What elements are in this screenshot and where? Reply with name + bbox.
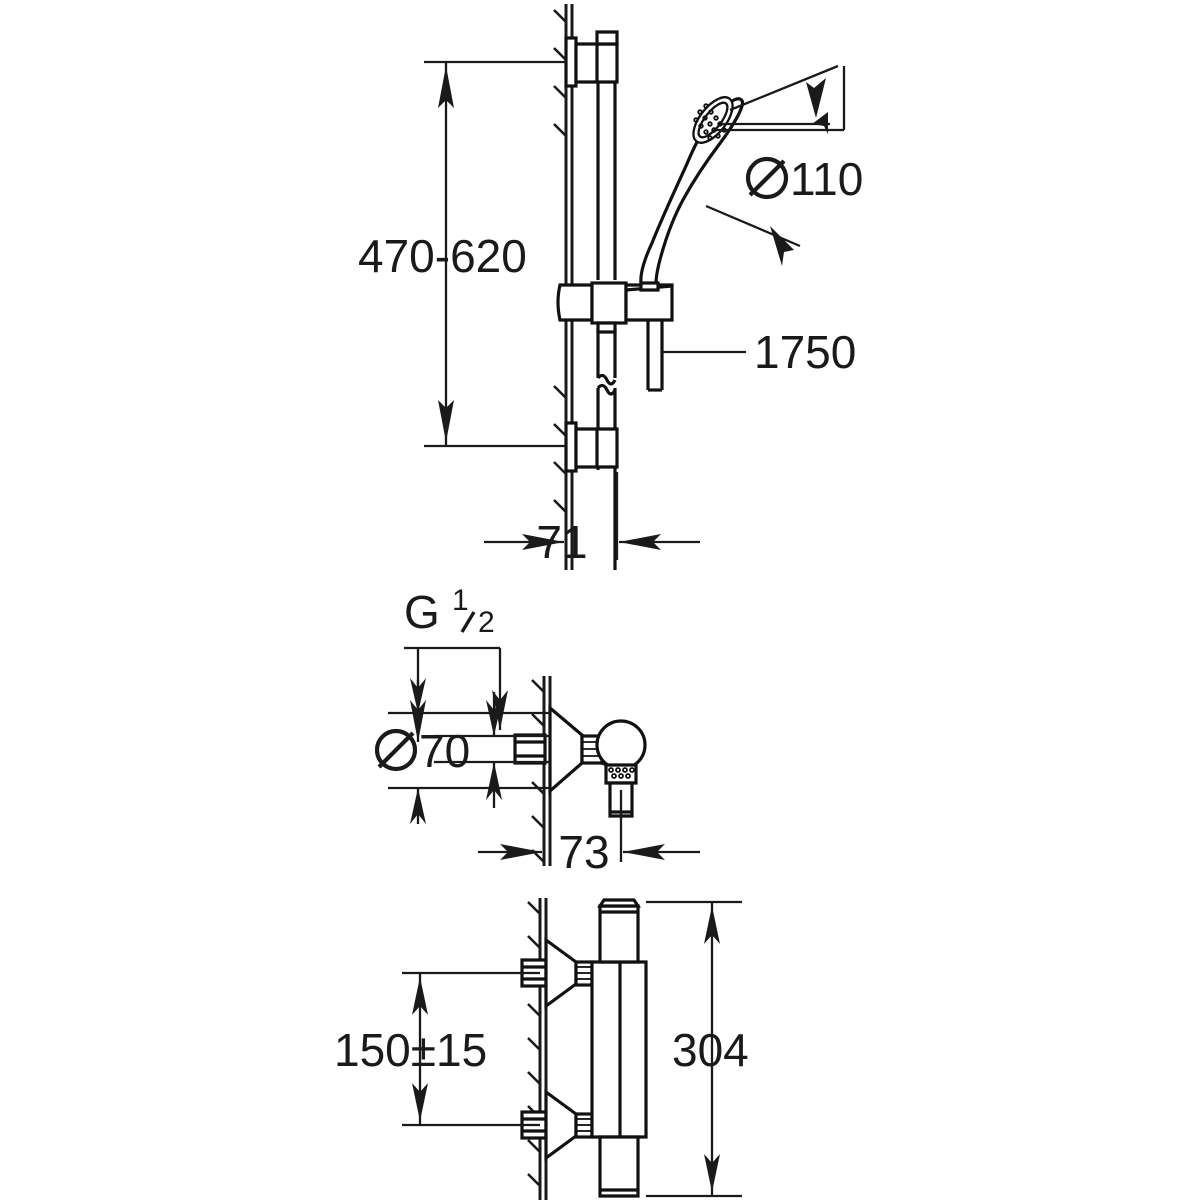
- dimension-label-thread-denominator: 2: [478, 606, 495, 639]
- dimension-head-diameter-label: 110: [745, 153, 863, 205]
- dimension-label-thread-numerator: 1: [452, 584, 469, 617]
- shower-hose: [646, 320, 664, 392]
- wall-section-thermostat: [527, 898, 548, 1200]
- dimension-union-projection: 73: [478, 790, 700, 878]
- dimension-thread-size: [404, 646, 508, 742]
- diameter-symbol-slash: [748, 159, 786, 197]
- hand-shower-head: [639, 96, 745, 292]
- thermostat-body: [590, 898, 648, 1198]
- dimension-label-inlet-centres: 150±15: [334, 1024, 487, 1076]
- dimension-label-rail-projection: 71: [536, 516, 587, 568]
- dimension-hose-length: 1750: [662, 326, 856, 378]
- wall-union-view: G 1 2: [374, 584, 700, 878]
- dimension-label-thread-prefix: G: [404, 586, 440, 638]
- dimension-escutcheon-diameter: 70: [374, 678, 550, 824]
- dimension-label-union-projection: 73: [558, 826, 609, 878]
- dimension-label-head-diameter-value: 110: [790, 153, 863, 205]
- dimension-mixer-height: 304: [646, 900, 749, 1198]
- fraction-bar: [460, 611, 476, 633]
- diameter-symbol-slash-70: [377, 731, 415, 769]
- diameter-symbol-circle-70: [374, 728, 418, 772]
- dimension-label-rail-height: 470-620: [358, 230, 527, 282]
- mixer-inlet-upper: [520, 936, 594, 1010]
- dimension-inlet-centres: 150±15: [334, 971, 540, 1127]
- dimension-rail-height: 470-620: [358, 60, 566, 448]
- shower-rail-view: 470-620 110: [358, 4, 863, 570]
- hose-nut-knurl: [608, 767, 635, 779]
- diameter-symbol-circle: [745, 156, 789, 200]
- dimension-label-mixer-height: 304: [672, 1024, 749, 1076]
- thermostat-view: 150±15 304: [334, 898, 749, 1200]
- spray-nozzles: [693, 103, 727, 141]
- wall-union-body: [513, 704, 647, 818]
- wall-section-union: [531, 676, 552, 866]
- dimension-label-hose-length: 1750: [754, 326, 856, 378]
- rail-bracket-lower: [564, 421, 619, 473]
- dimension-rail-projection: 71: [484, 472, 700, 568]
- dimension-label-escutcheon-diameter-value: 70: [419, 725, 470, 777]
- rail-bracket-upper: [564, 30, 619, 88]
- dimension-head-diameter: [705, 64, 846, 266]
- dimension-thread-size-label: G 1 2: [404, 584, 495, 639]
